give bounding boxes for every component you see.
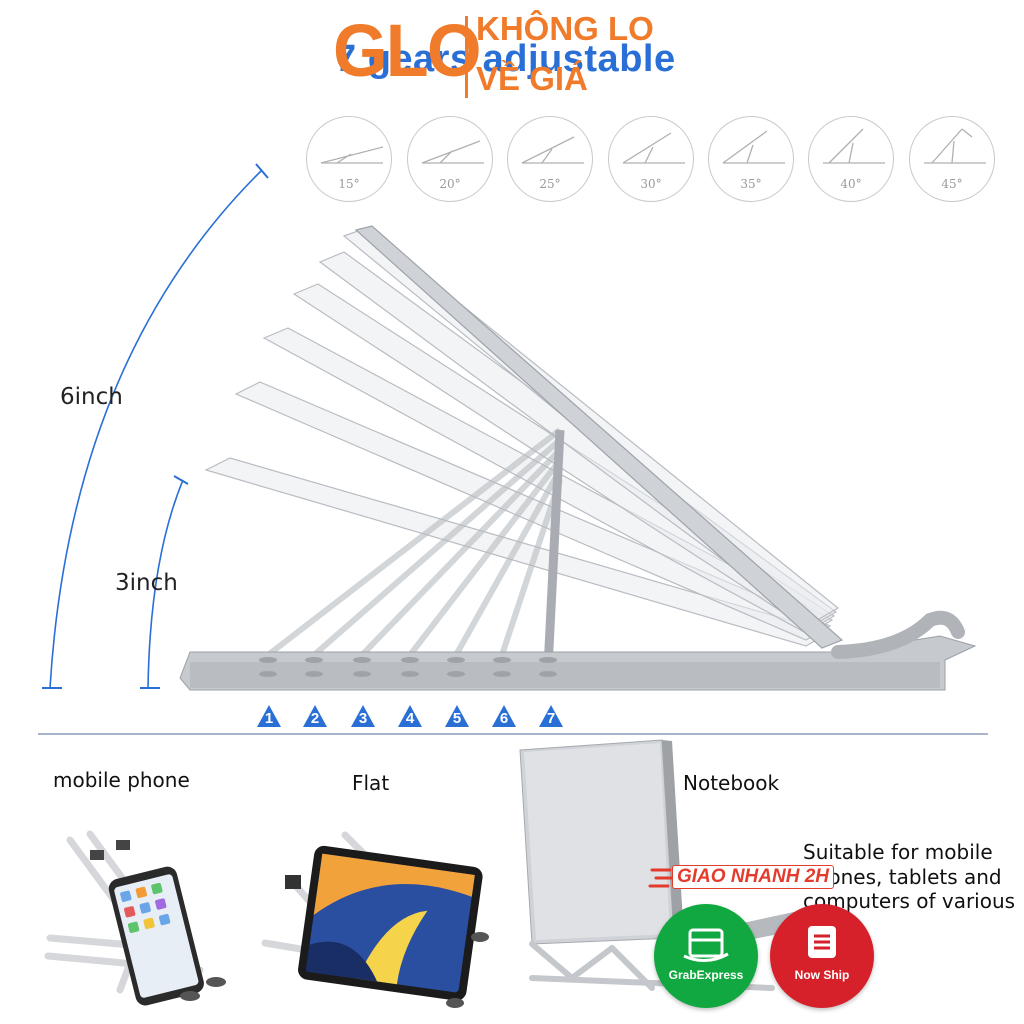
- suitable-line-1: Suitable for mobile: [803, 840, 993, 864]
- suitable-description: Suitable for mobile phones, tablets and …: [803, 840, 1018, 914]
- logo-tagline-1: KHÔNG LO: [476, 10, 654, 47]
- height-arc-3inch: [147, 479, 184, 689]
- now-ship-badge[interactable]: Now Ship: [770, 904, 874, 1008]
- position-marker-1: 1: [257, 705, 281, 727]
- angle-icon-40: 40°: [808, 116, 894, 202]
- list-icon: [808, 926, 836, 958]
- position-marker-5: 5: [445, 705, 469, 727]
- height-arc-6inch: [49, 169, 263, 689]
- grab-express-badge[interactable]: GrabExpress: [654, 904, 758, 1008]
- position-marker-6: 6: [492, 705, 516, 727]
- angle-label: 20°: [439, 177, 461, 191]
- angle-icon-15: 15°: [306, 116, 392, 202]
- section-divider: [38, 733, 988, 735]
- angle-label: 45°: [941, 177, 963, 191]
- stand-illustration: [42, 163, 977, 691]
- tablet-stand-photo: [261, 831, 489, 1008]
- suitable-line-2: phones, tablets and: [803, 864, 1002, 889]
- angle-icon-45: 45°: [909, 116, 995, 202]
- position-marker-7: 7: [539, 705, 563, 727]
- fast-delivery-banner: GIAO NHANH 2H: [648, 860, 868, 896]
- logo-tagline-2: VỀ GIÁ: [476, 60, 588, 97]
- headline: 7 gears adjustable: [335, 38, 676, 80]
- mode-label-phone: mobile phone: [53, 768, 190, 792]
- height-label-6inch: 6inch: [60, 384, 123, 410]
- delivery-box-icon: [683, 928, 729, 962]
- angle-label: 25°: [539, 177, 561, 191]
- fast-delivery-text: GIAO NHANH 2H: [672, 865, 835, 889]
- angle-icon-30: 30°: [608, 116, 694, 202]
- position-marker-3: 3: [351, 705, 375, 727]
- angle-label: 35°: [740, 177, 762, 191]
- logo-divider: [465, 16, 468, 98]
- position-marker-2: 2: [303, 705, 327, 727]
- now-ship-label: Now Ship: [794, 968, 850, 982]
- angle-label: 30°: [640, 177, 662, 191]
- angle-label: 40°: [840, 177, 862, 191]
- height-label-3inch: 3inch: [115, 570, 178, 596]
- angle-icon-35: 35°: [708, 116, 794, 202]
- angle-icon-20: 20°: [407, 116, 493, 202]
- phone-stand-photo: [44, 830, 226, 1006]
- grab-express-label: GrabExpress: [668, 968, 744, 982]
- position-marker-4: 4: [398, 705, 422, 727]
- top-plate: [354, 225, 844, 649]
- angle-label: 15°: [338, 177, 360, 191]
- mode-label-flat: Flat: [352, 771, 390, 795]
- logo-glo-text: GLO: [333, 9, 482, 92]
- mode-label-notebook: Notebook: [683, 771, 780, 795]
- angle-icon-25: 25°: [507, 116, 593, 202]
